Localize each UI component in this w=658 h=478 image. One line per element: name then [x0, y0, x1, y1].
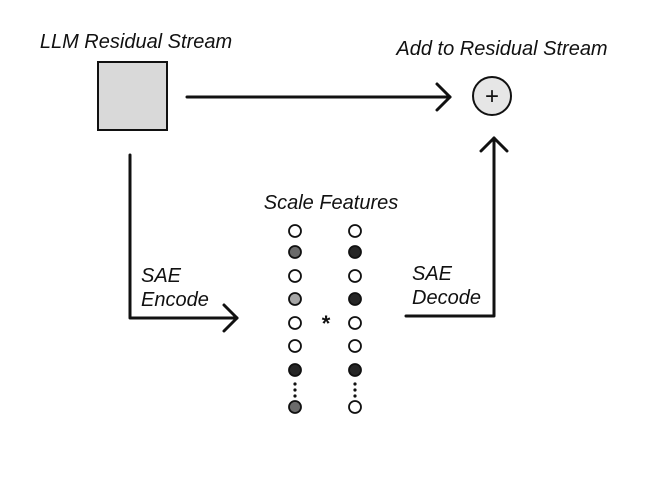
- feature-circle-right-5: [348, 316, 362, 330]
- ellipsis-dot-left-3: [293, 394, 297, 398]
- feature-circle-left-2: [288, 245, 302, 259]
- scale-features-label: Scale Features: [264, 192, 399, 214]
- ellipsis-dot-left-1: [293, 382, 297, 386]
- feature-circle-right-1: [348, 224, 362, 238]
- add-node: [472, 76, 512, 116]
- feature-column-left: [288, 224, 302, 414]
- feature-circle-right-7: [348, 363, 362, 377]
- feature-circle-left-8: [288, 400, 302, 414]
- feature-circle-right-3: [348, 269, 362, 283]
- feature-circle-left-3: [288, 269, 302, 283]
- feature-circle-left-5: [288, 316, 302, 330]
- decode-arrow: [404, 136, 509, 318]
- add-to-stream-label: Add to Residual Stream: [395, 38, 607, 60]
- residual-stream-label: LLM Residual Stream: [40, 31, 232, 53]
- plus-icon: +: [485, 83, 499, 110]
- ellipsis-dot-left-2: [293, 388, 297, 392]
- feature-circle-left-7: [288, 363, 302, 377]
- feature-column-right: [348, 224, 362, 414]
- sae-encode-label-top: SAE: [141, 265, 182, 287]
- residual-stream-box: [97, 61, 168, 131]
- sae-decode-label-top: SAE: [412, 263, 453, 285]
- ellipsis-dot-right-1: [353, 382, 357, 386]
- sae-decode-label-bottom: Decode: [412, 287, 481, 309]
- skip-arrow: [185, 82, 452, 112]
- feature-circle-left-4: [288, 292, 302, 306]
- ellipsis-dot-right-2: [353, 388, 357, 392]
- multiply-symbol: *: [322, 311, 331, 336]
- feature-circle-left-6: [288, 339, 302, 353]
- feature-circle-right-4: [348, 292, 362, 306]
- encode-arrow: [128, 153, 239, 333]
- sae-encode-label-bottom: Encode: [141, 289, 209, 311]
- feature-circle-right-2: [348, 245, 362, 259]
- feature-circle-right-8: [348, 400, 362, 414]
- feature-circle-left-1: [288, 224, 302, 238]
- ellipsis-dot-right-3: [353, 394, 357, 398]
- feature-circle-right-6: [348, 339, 362, 353]
